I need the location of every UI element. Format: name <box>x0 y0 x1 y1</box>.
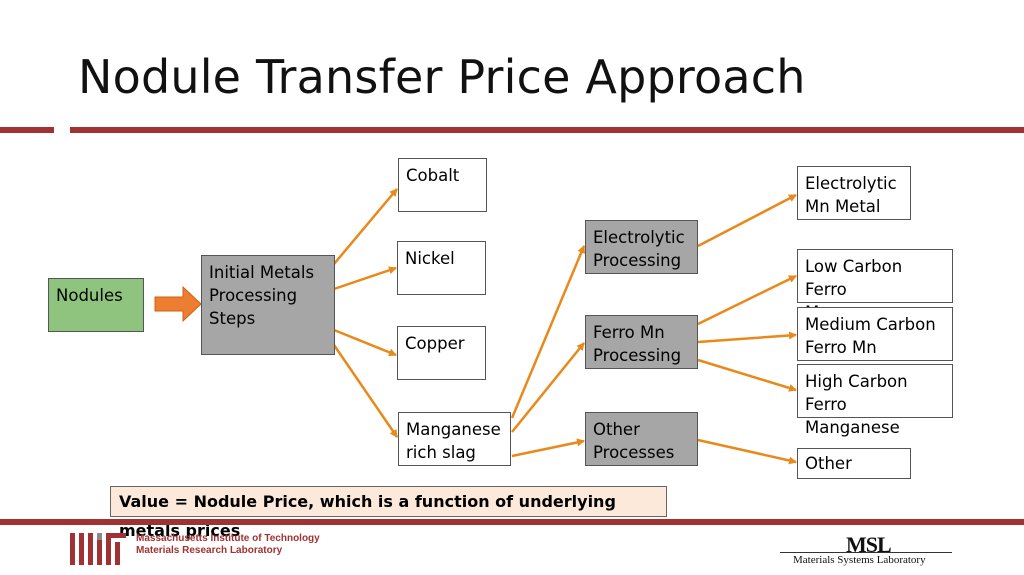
arrow-initial-to-cobalt <box>333 188 398 265</box>
high-carbon-box: High Carbon Ferro Manganese <box>797 364 953 437</box>
value-note: Value = Nodule Price, which is a functio… <box>110 486 667 540</box>
msl-subtitle: Materials Systems Laboratory <box>793 554 926 566</box>
arrow-electrolytic-to-mn-metal <box>697 193 797 248</box>
other-processes-box: Other Processes <box>585 412 698 466</box>
electrolytic-processing-box: Electrolytic Processing <box>585 220 698 274</box>
cobalt-box: Cobalt <box>398 158 487 212</box>
arrow-ferro-to-medium-carbon <box>697 331 797 344</box>
initial-processing-box: Initial Metals Processing Steps <box>201 255 335 355</box>
medium-carbon-box: Medium Carbon Ferro Mn <box>797 307 953 361</box>
arrow-slag-to-electrolytic <box>510 245 586 419</box>
block-arrow-nodules-to-initial <box>154 285 202 323</box>
nickel-box: Nickel <box>397 241 486 295</box>
title-rule-right <box>70 127 1024 133</box>
mrl-name: Materials Research Laboratory <box>136 545 283 556</box>
arrow-slag-to-ferro <box>511 342 585 433</box>
electrolytic-mn-metal-box: Electrolytic Mn Metal <box>797 166 911 220</box>
copper-box: Copper <box>397 326 486 380</box>
mit-name: Massachusetts Institute of Technology <box>136 533 320 544</box>
mit-logo-icon <box>70 533 126 565</box>
arrow-initial-to-manganese <box>332 344 399 438</box>
arrow-initial-to-nickel <box>333 266 397 291</box>
arrow-other-to-other <box>697 438 797 465</box>
ferro-mn-processing-box: Ferro Mn Processing <box>585 315 698 369</box>
footer-rule <box>0 519 1024 525</box>
arrow-slag-to-other <box>511 438 585 458</box>
msl-divider <box>780 552 952 553</box>
manganese-slag-box: Manganese rich slag <box>398 412 511 466</box>
arrow-ferro-to-high-carbon <box>697 358 797 392</box>
page-title: Nodule Transfer Price Approach <box>78 50 806 104</box>
low-carbon-box: Low Carbon Ferro Manganese <box>797 249 953 322</box>
arrow-ferro-to-low-carbon <box>697 274 797 326</box>
title-rule-left <box>0 127 54 133</box>
other-output-box: Other <box>797 448 911 479</box>
nodules-box: Nodules <box>48 278 144 332</box>
arrow-initial-to-copper <box>333 328 397 357</box>
